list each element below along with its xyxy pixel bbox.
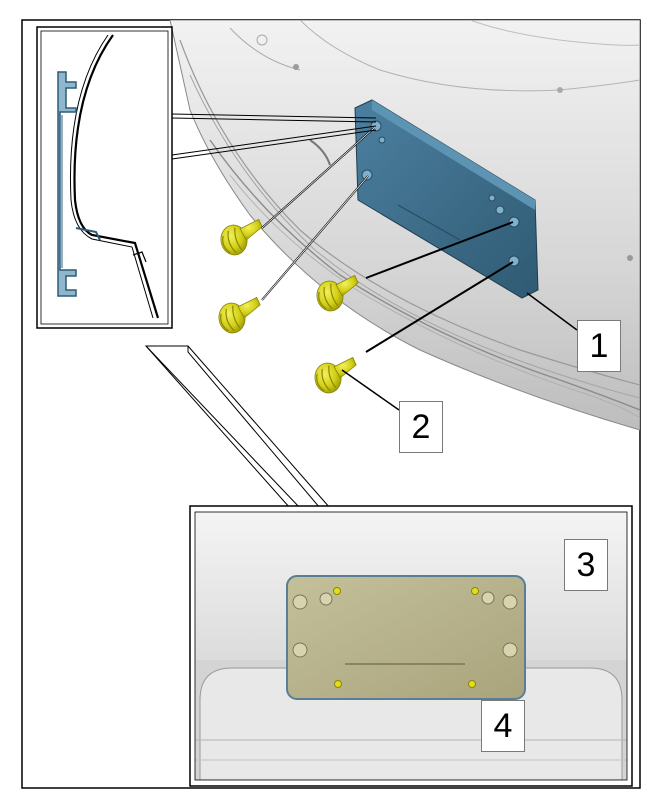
callout-3: 3 bbox=[564, 539, 608, 591]
installed-detail-inset bbox=[189, 505, 633, 787]
callout-1: 1 bbox=[577, 320, 621, 372]
callout-2: 2 bbox=[399, 401, 443, 453]
section-view-inset bbox=[36, 26, 173, 329]
callout-4: 4 bbox=[481, 700, 525, 752]
license-plate-bracket bbox=[354, 99, 539, 299]
zoom-lines bbox=[171, 113, 377, 160]
detail-pointer bbox=[144, 345, 331, 509]
